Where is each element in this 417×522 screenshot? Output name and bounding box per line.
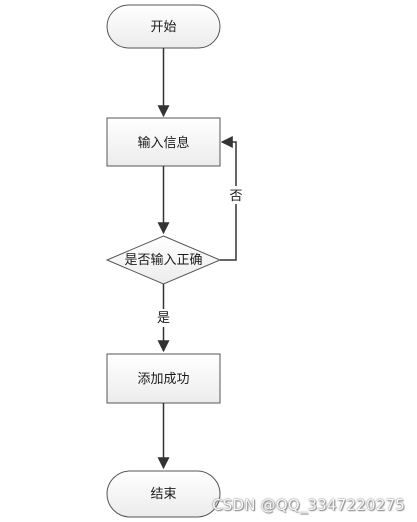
yes-label-bg — [154, 309, 172, 327]
decision-node-label: 是否输入正确 — [124, 252, 202, 268]
end-node-label: 结束 — [150, 487, 176, 502]
decision-node: 是否输入正确 — [105, 235, 222, 285]
input-node-label: 输入信息 — [137, 135, 189, 151]
start-node: 开始 — [106, 4, 221, 49]
end-node: 结束 — [106, 470, 221, 518]
start-node-label: 开始 — [150, 20, 176, 35]
edge-yes-label: 是 — [157, 311, 170, 326]
watermark-text: CSDN @QQ_3347220275 — [212, 496, 405, 514]
no-label-bg — [227, 186, 245, 204]
input-node: 输入信息 — [106, 117, 221, 167]
edge-no-label: 否 — [229, 189, 242, 204]
add-success-node: 添加成功 — [106, 353, 221, 404]
add-success-node-label: 添加成功 — [137, 372, 189, 387]
